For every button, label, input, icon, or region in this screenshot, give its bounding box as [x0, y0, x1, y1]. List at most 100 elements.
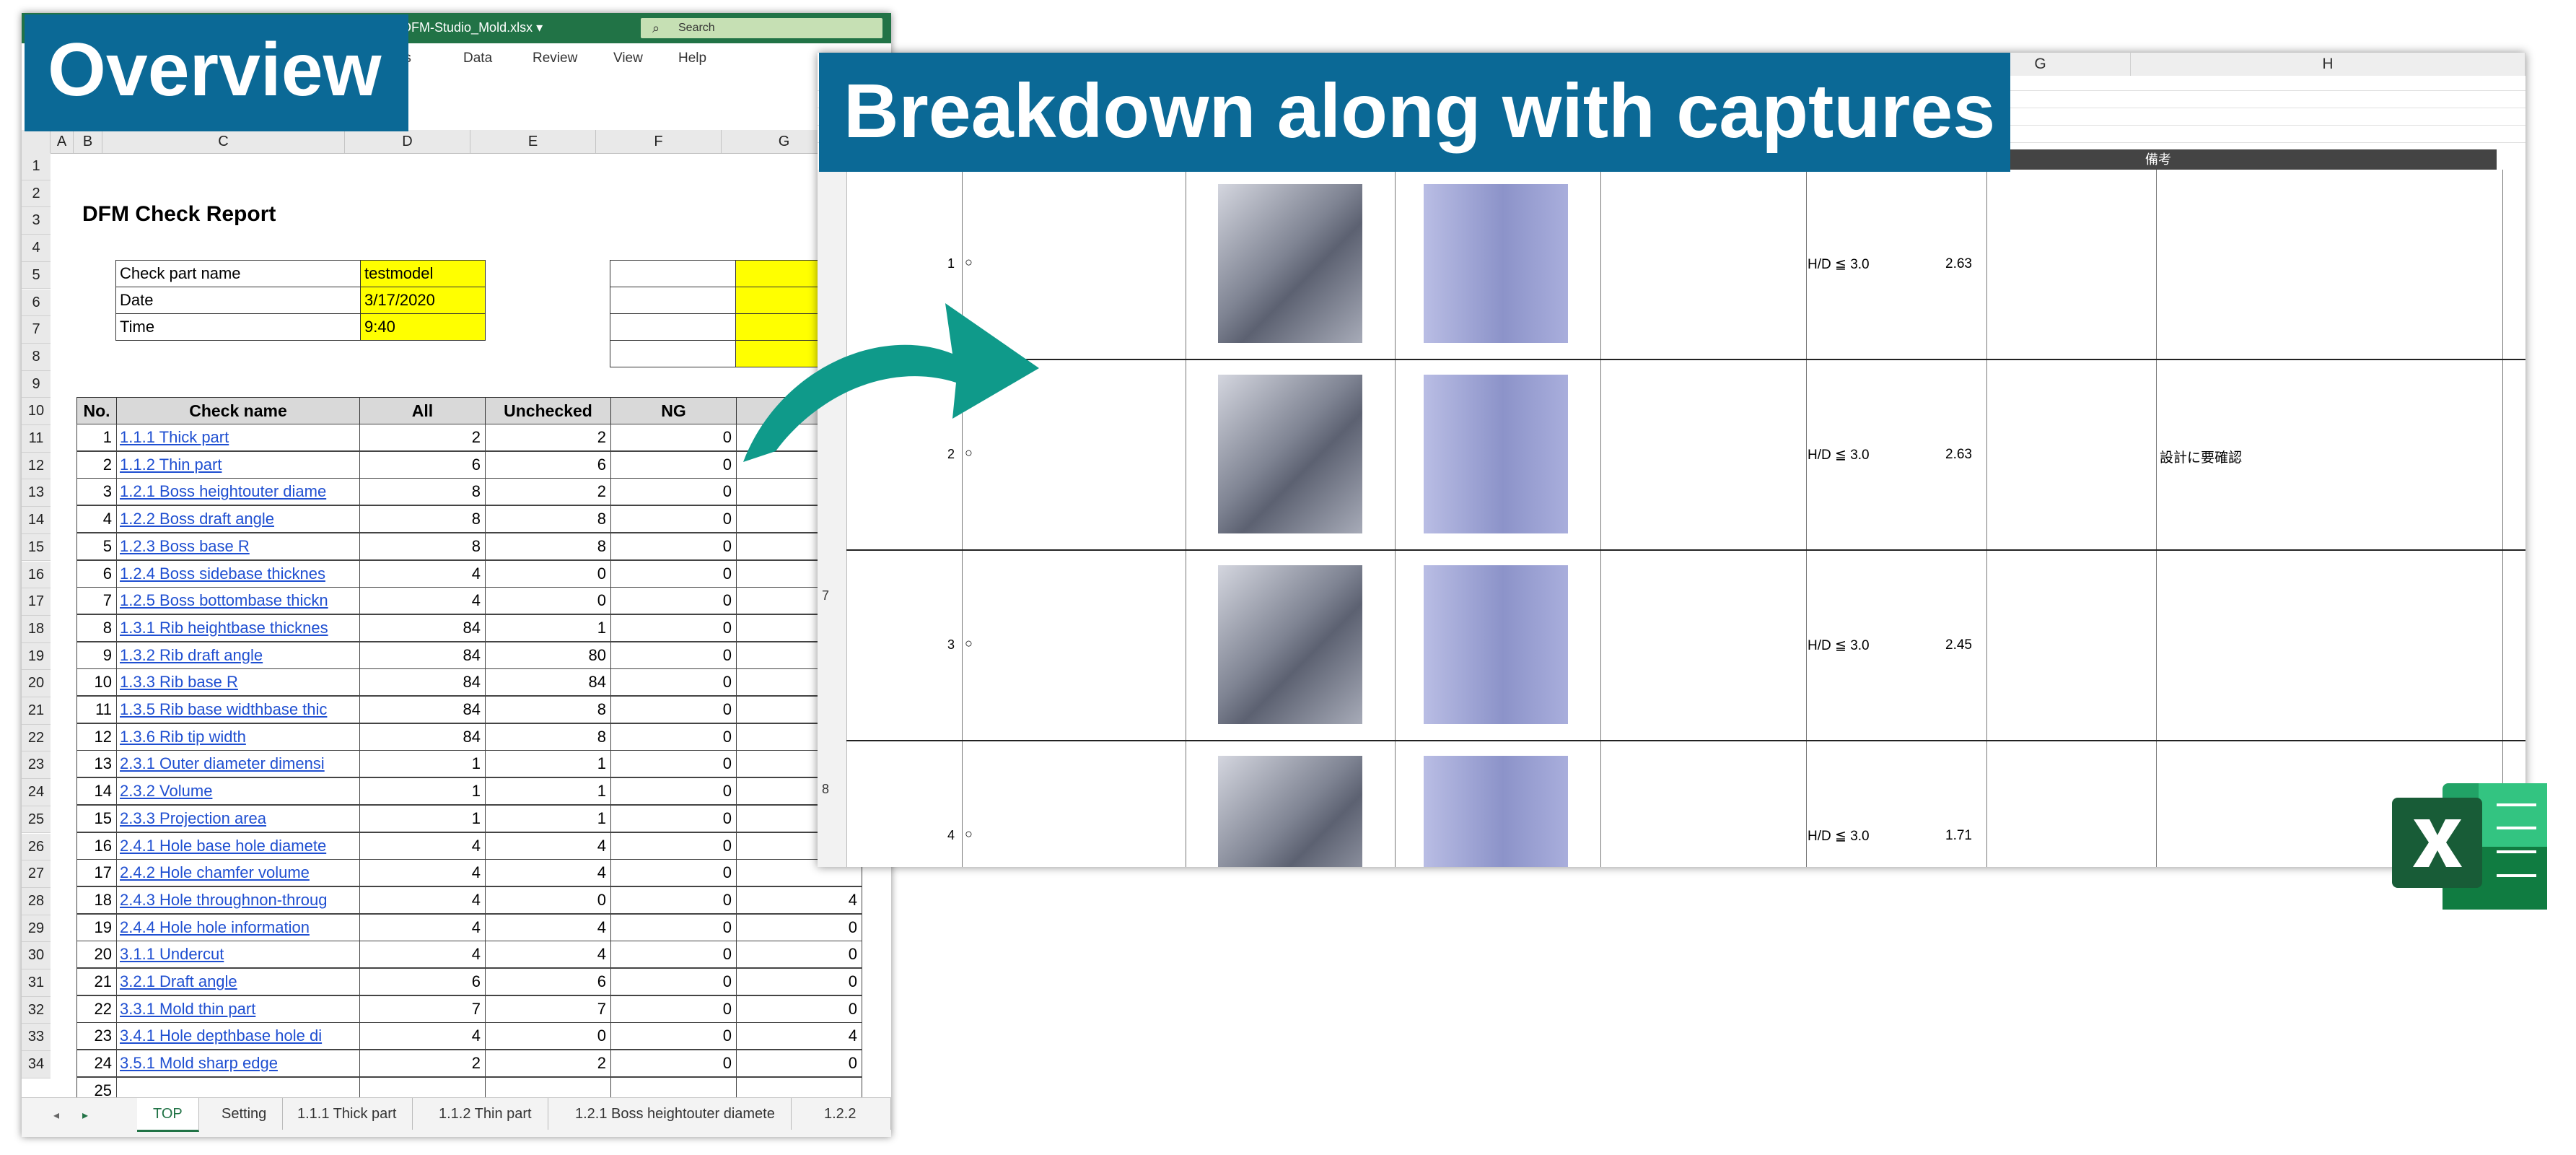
approval-cell[interactable] [735, 340, 829, 367]
row-header[interactable]: 16 [22, 561, 51, 589]
cell-all[interactable]: 4 [359, 587, 486, 615]
cell-ng[interactable]: 0 [610, 696, 737, 723]
cell-unchecked[interactable]: 6 [485, 450, 611, 479]
cell-g[interactable]: 0 [736, 1050, 862, 1078]
cell-all[interactable]: 1 [359, 804, 486, 832]
cell-g[interactable]: 4 [736, 1022, 862, 1050]
cell-unchecked[interactable]: 1 [485, 614, 611, 642]
cell-no[interactable]: 2 [76, 450, 117, 479]
info-label[interactable]: Time [115, 313, 361, 341]
cell-no[interactable]: 20 [76, 941, 117, 969]
cell-ng[interactable]: 0 [610, 505, 737, 533]
cell-ng[interactable]: 0 [610, 1022, 737, 1050]
cell-all[interactable]: 84 [359, 696, 486, 723]
cell-ng[interactable]: 0 [610, 559, 737, 588]
menu-data[interactable]: Data [463, 51, 493, 66]
menu-view[interactable]: View [613, 51, 643, 66]
check-name-link[interactable]: 1.1.1 Thick part [116, 424, 360, 451]
search-box[interactable]: ⌕ Search [641, 18, 882, 38]
cell-no[interactable]: 22 [76, 995, 117, 1023]
cell-no[interactable]: 6 [76, 559, 117, 588]
check-name-link[interactable]: 1.1.2 Thin part [116, 450, 360, 479]
cell-unchecked[interactable]: 1 [485, 804, 611, 832]
sheet-tab[interactable]: 1.2.1 Boss heightouter diamete [559, 1098, 792, 1130]
cell-unchecked[interactable]: 0 [485, 886, 611, 914]
row-header[interactable]: 26 [22, 833, 51, 861]
check-name-link[interactable]: 1.2.4 Boss sidebase thicknes [116, 559, 360, 588]
row-header[interactable]: 29 [22, 915, 51, 943]
cell-ng[interactable]: 0 [610, 886, 737, 914]
cell-all[interactable]: 84 [359, 668, 486, 697]
cell-no[interactable]: 15 [76, 804, 117, 832]
cell-unchecked[interactable]: 8 [485, 723, 611, 751]
check-name-link[interactable]: 3.4.1 Hole depthbase hole di [116, 1022, 360, 1050]
cell-ng[interactable]: 0 [610, 587, 737, 615]
check-name-link[interactable]: 3.5.1 Mold sharp edge [116, 1050, 360, 1078]
check-name-link[interactable]: 1.2.1 Boss heightouter diame [116, 478, 360, 506]
check-name-link[interactable]: 2.4.4 Hole hole information [116, 913, 360, 941]
row-header[interactable]: 27 [22, 860, 51, 888]
cell-all[interactable]: 4 [359, 886, 486, 914]
row-header[interactable]: 33 [22, 1024, 51, 1052]
check-name-link[interactable]: 1.2.5 Boss bottombase thickn [116, 587, 360, 615]
cell-ng[interactable]: 0 [610, 913, 737, 941]
cell-unchecked[interactable]: 4 [485, 941, 611, 969]
cell-unchecked[interactable]: 4 [485, 913, 611, 941]
cell-no[interactable]: 21 [76, 968, 117, 995]
criterion[interactable]: H/D ≦ 3.0 [1808, 638, 1870, 653]
row-header[interactable]: 22 [22, 724, 51, 752]
info-label[interactable]: Date [115, 287, 361, 314]
cell-no[interactable]: 14 [76, 777, 117, 806]
cell-all[interactable]: 84 [359, 723, 486, 751]
row-header[interactable]: 9 [22, 370, 51, 398]
row-header[interactable]: 25 [22, 806, 51, 834]
cell-g[interactable] [736, 859, 862, 887]
criterion[interactable]: H/D ≦ 3.0 [1808, 257, 1870, 272]
cell-all[interactable]: 6 [359, 968, 486, 995]
cell-ng[interactable]: 0 [610, 995, 737, 1023]
cell-no[interactable]: 16 [76, 832, 117, 860]
cell-unchecked[interactable]: 1 [485, 777, 611, 806]
cell-g[interactable]: 0 [736, 913, 862, 941]
row-header[interactable]: 11 [22, 425, 51, 453]
check-name-link[interactable]: 2.4.3 Hole throughnon-throug [116, 886, 360, 914]
approval-cell[interactable] [610, 313, 736, 341]
cell-no[interactable]: 10 [76, 668, 117, 697]
cell-no[interactable]: 17 [76, 859, 117, 887]
row-header[interactable]: 15 [22, 533, 51, 562]
col-header-b[interactable]: B [74, 130, 102, 153]
cell-ng[interactable]: 0 [610, 614, 737, 642]
approval-cell[interactable] [610, 340, 736, 367]
row-header[interactable]: 17 [22, 588, 51, 616]
cell-all[interactable]: 84 [359, 641, 486, 669]
cell-ng[interactable]: 0 [610, 968, 737, 995]
row-header[interactable]: 12 [22, 452, 51, 480]
cell-all[interactable]: 1 [359, 777, 486, 806]
cell-no[interactable]: 8 [76, 614, 117, 642]
status-mark[interactable]: ○ [965, 827, 973, 841]
cell-unchecked[interactable]: 0 [485, 587, 611, 615]
check-name-link[interactable]: 2.4.2 Hole chamfer volume [116, 859, 360, 887]
cell-unchecked[interactable]: 84 [485, 668, 611, 697]
measured-value[interactable]: 2.63 [1945, 256, 1972, 271]
cell-all[interactable]: 4 [359, 1022, 486, 1050]
cell-unchecked[interactable]: 8 [485, 505, 611, 533]
sheet-tab[interactable]: 1.1.1 Thick part [281, 1098, 413, 1130]
check-name-link[interactable]: 1.3.1 Rib heightbase thicknes [116, 614, 360, 642]
cell-all[interactable]: 8 [359, 532, 486, 560]
cell-no[interactable]: 5 [76, 532, 117, 560]
check-name-link[interactable]: 2.3.2 Volume [116, 777, 360, 806]
row-index[interactable]: 4 [947, 828, 955, 842]
cell-all[interactable]: 4 [359, 859, 486, 887]
col-header-a[interactable]: A [51, 130, 74, 153]
cell-all[interactable]: 4 [359, 941, 486, 969]
cell-ng[interactable]: 0 [610, 804, 737, 832]
remark[interactable]: 設計に要確認 [2160, 450, 2243, 466]
cell-all[interactable]: 2 [359, 424, 486, 451]
cell-all[interactable]: 7 [359, 995, 486, 1023]
cell-ng[interactable]: 0 [610, 668, 737, 697]
cell-unchecked[interactable]: 8 [485, 532, 611, 560]
check-name-link[interactable]: 1.2.2 Boss draft angle [116, 505, 360, 533]
row-header[interactable]: 4 [22, 235, 51, 262]
cell-all[interactable]: 4 [359, 832, 486, 860]
